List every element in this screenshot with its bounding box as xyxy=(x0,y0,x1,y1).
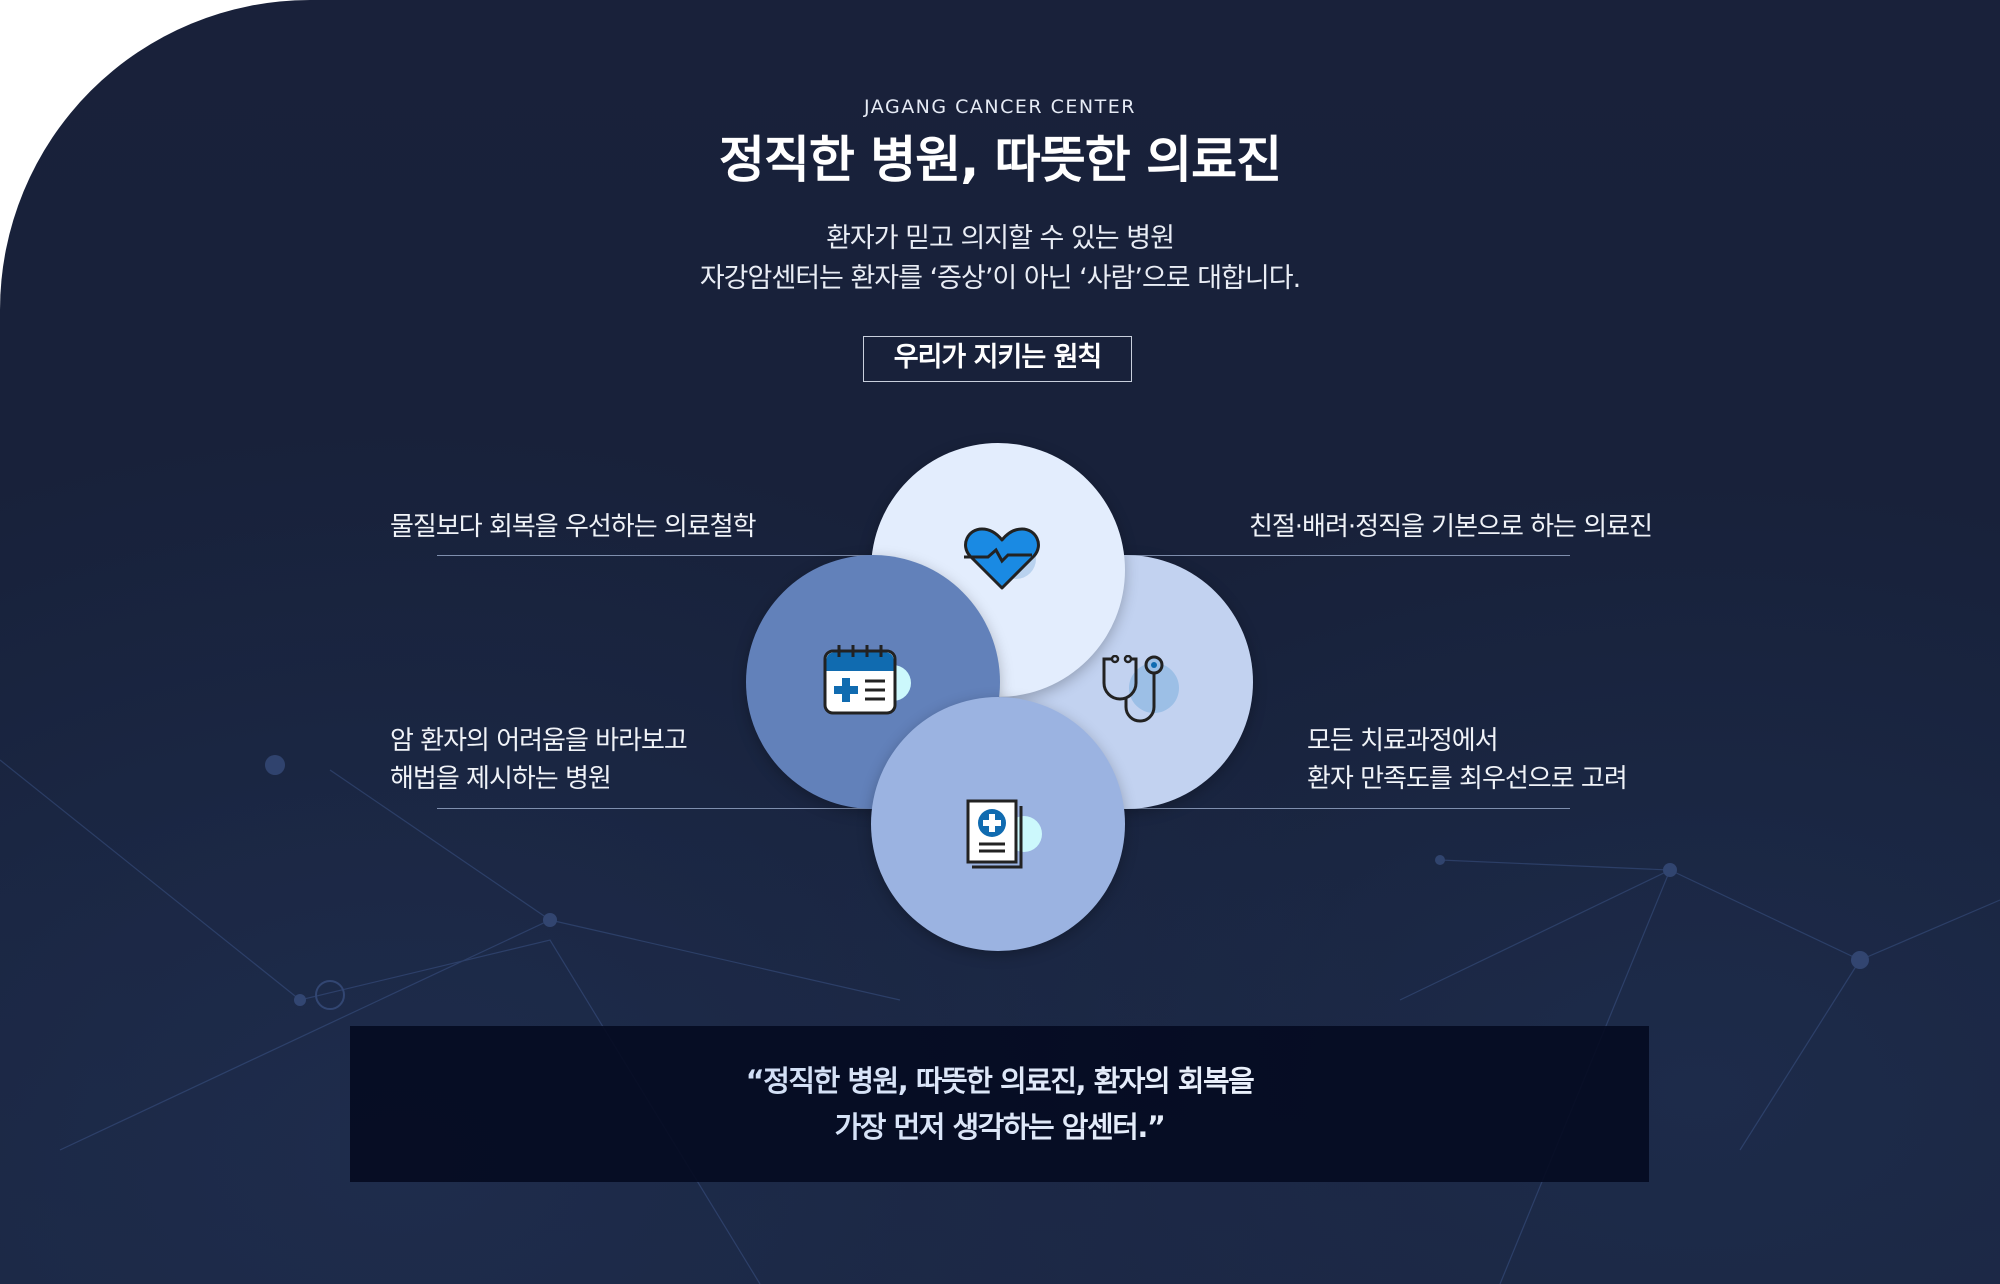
calendar-medical-icon xyxy=(823,645,911,715)
divider-top-left xyxy=(437,555,887,556)
principle-top-left: 물질보다 회복을 우선하는 의료철학 xyxy=(390,512,757,542)
divider-top-right xyxy=(1110,555,1570,556)
principle-bottom-right: 모든 치료과정에서 환자 만족도를 최우선으로 고려 xyxy=(1307,722,1628,798)
divider-bottom-right xyxy=(1110,808,1570,809)
subtitle-line-1: 환자가 믿고 의지할 수 있는 병원 xyxy=(826,223,1175,254)
principles-button[interactable]: 우리가 지키는 원칙 xyxy=(863,336,1132,382)
center-name: JAGANG CANCER CENTER xyxy=(864,96,1136,118)
principle-bottom-left: 암 환자의 어려움을 바라보고 해법을 제시하는 병원 xyxy=(390,722,688,798)
quote-line-2: 가장 먼저 생각하는 암센터.” xyxy=(350,1104,1649,1150)
divider-bottom-left xyxy=(437,808,887,809)
quote-line-1: “정직한 병원, 따뜻한 의료진, 환자의 회복을 xyxy=(350,1058,1649,1104)
principle-top-right: 친절·배려·정직을 기본으로 하는 의료진 xyxy=(1248,512,1653,542)
heart-pulse-icon xyxy=(964,527,1040,590)
principle-bottom-left-line2: 해법을 제시하는 병원 xyxy=(390,764,612,794)
principle-bottom-left-line1: 암 환자의 어려움을 바라보고 xyxy=(390,726,688,756)
subtitle-line-2: 자강암센터는 환자를 ‘증상’이 아닌 ‘사람’으로 대합니다. xyxy=(699,263,1301,294)
quote-box: “정직한 병원, 따뜻한 의료진, 환자의 회복을 가장 먼저 생각하는 암센터… xyxy=(350,1026,1649,1182)
stethoscope-icon xyxy=(1102,655,1179,723)
page-title: 정직한 병원, 따뜻한 의료진 xyxy=(718,131,1282,189)
principle-bottom-right-line2: 환자 만족도를 최우선으로 고려 xyxy=(1307,764,1628,794)
principle-bottom-right-line1: 모든 치료과정에서 xyxy=(1307,726,1499,756)
medical-document-icon xyxy=(966,799,1042,869)
